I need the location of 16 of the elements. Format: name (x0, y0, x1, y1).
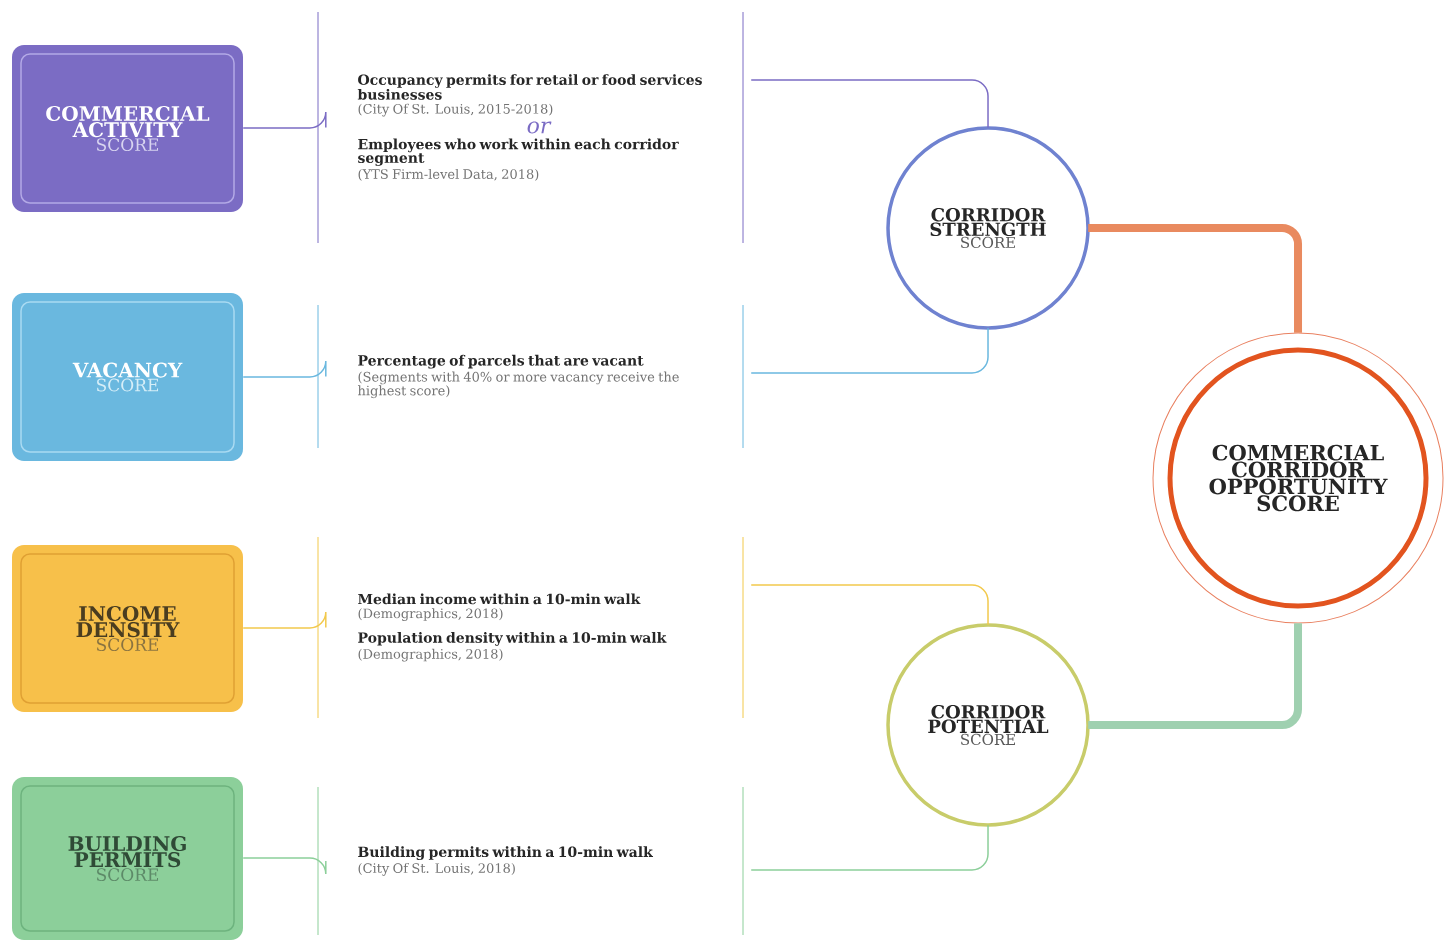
connector-line (242, 857, 327, 875)
description-panel: Building permits within a 10-min walk (City Of St. Louis, 2018) (317, 786, 744, 936)
score-box: INCOME DENSITY SCORE (12, 545, 243, 712)
description-panel: Median income within a 10-min walk (Demographics, 2018) Population density within a 10-min walk (Demographics, 2018) (317, 536, 744, 719)
connector-line (242, 111, 327, 129)
connector-line (750, 584, 989, 626)
connector-line (242, 360, 327, 378)
score-box: BUILDING PERMITS SCORE (12, 777, 243, 940)
connector-line (750, 824, 989, 871)
connector-line (750, 79, 989, 129)
connector-line (242, 611, 327, 629)
description-panel: Occupancy permits for retail or food services businesses (City Of St. Louis, 2015-2018) or Employees who work within each corridor segment (YTS Firm-level Data, 2018) (317, 11, 744, 244)
description-panel: Percentage of parcels that are vacant (Segments with 40% or more vacancy receive the highest score) (317, 304, 744, 449)
score-box: COMMERCIAL ACTIVITY SCORE (12, 45, 243, 212)
score-box: VACANCY SCORE (12, 293, 243, 461)
connector-line (750, 327, 989, 374)
